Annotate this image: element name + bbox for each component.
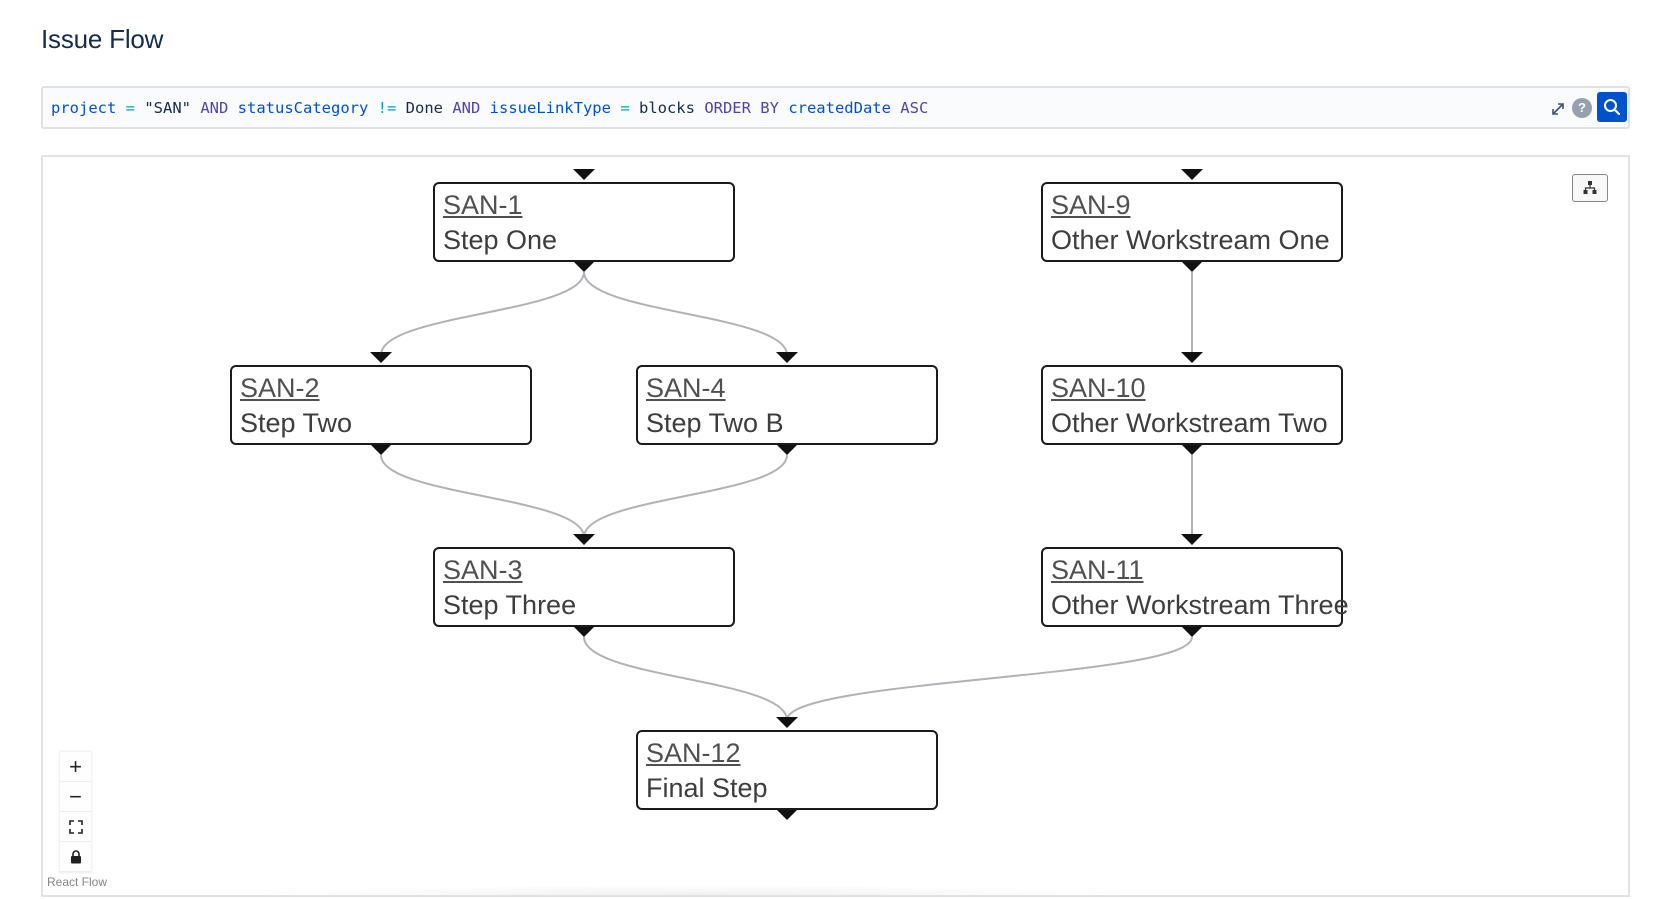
jql-token-op: != [368, 99, 406, 117]
target-handle[interactable] [1181, 169, 1203, 180]
issue-title: Other Workstream Two [1051, 408, 1328, 438]
search-icon [1604, 99, 1621, 116]
jql-token-kw: AND [191, 99, 238, 117]
help-icon[interactable]: ? [1572, 98, 1592, 118]
issue-key-link[interactable]: SAN-10 [1051, 373, 1146, 403]
jql-token-val: "SAN" [144, 99, 191, 117]
zoom-out-button[interactable]: − [60, 782, 91, 812]
jql-token-field: createdDate [788, 99, 891, 117]
target-handle[interactable] [1181, 534, 1203, 545]
issue-title: Other Workstream One [1051, 225, 1330, 255]
fit-view-button[interactable] [60, 812, 91, 842]
issue-title: Step Three [443, 590, 577, 620]
jql-token-op: = [610, 99, 639, 117]
layout-icon [1583, 181, 1597, 194]
lock-button[interactable] [60, 842, 91, 872]
target-handle[interactable] [776, 352, 798, 363]
source-handle[interactable] [573, 626, 595, 637]
source-handle[interactable] [776, 809, 798, 820]
issue-key-link[interactable]: SAN-3 [443, 555, 523, 585]
jql-token-op: = [116, 99, 145, 117]
source-handle[interactable] [1181, 261, 1203, 272]
expand-icon[interactable] [1549, 100, 1567, 118]
search-button[interactable] [1597, 92, 1627, 122]
zoom-in-button[interactable]: + [60, 752, 91, 782]
edge-SAN-1-SAN-2 [380, 271, 585, 356]
issue-title: Step Two [240, 408, 353, 438]
jql-query-text[interactable]: project = "SAN" AND statusCategory != Do… [51, 99, 928, 117]
source-handle[interactable] [776, 444, 798, 455]
source-handle[interactable] [1181, 444, 1203, 455]
jql-token-field: issueLinkType [489, 99, 611, 117]
source-handle[interactable] [573, 261, 595, 272]
edge-SAN-3-SAN-12 [583, 636, 788, 721]
issue-key-link[interactable]: SAN-12 [646, 738, 741, 768]
jql-token-kw: AND [442, 99, 490, 117]
jql-token-kw: ASC [890, 99, 929, 117]
react-flow-attribution[interactable]: React Flow [47, 875, 108, 889]
edge-SAN-1-SAN-4 [583, 271, 788, 356]
issue-key-link[interactable]: SAN-9 [1051, 190, 1131, 220]
target-handle[interactable] [573, 534, 595, 545]
issue-key-link[interactable]: SAN-4 [646, 373, 726, 403]
jql-token-val: Done [405, 99, 443, 117]
scroll-shadow [243, 885, 1143, 895]
target-handle[interactable] [776, 717, 798, 728]
fit-view-icon [68, 820, 83, 834]
jql-token-field: statusCategory [237, 99, 369, 117]
target-handle[interactable] [370, 352, 392, 363]
issue-title: Step One [443, 225, 558, 255]
jql-token-val: blocks [638, 99, 695, 117]
edges-layer [370, 169, 1203, 820]
lock-icon [70, 850, 81, 864]
edge-SAN-11-SAN-12 [786, 636, 1193, 721]
target-handle[interactable] [573, 169, 595, 180]
issue-title: Final Step [646, 773, 768, 803]
jql-query-bar[interactable]: project = "SAN" AND statusCategory != Do… [41, 86, 1630, 129]
issue-title: Other Workstream Three [1051, 590, 1349, 620]
jql-token-field: project [51, 99, 117, 117]
page-title: Issue Flow [41, 24, 164, 54]
issue-key-link[interactable]: SAN-11 [1051, 555, 1144, 585]
jql-token-kw: ORDER BY [694, 99, 789, 117]
flow-controls: + − [60, 752, 91, 872]
layout-button[interactable] [1572, 174, 1608, 202]
source-handle[interactable] [370, 444, 392, 455]
source-handle[interactable] [1181, 626, 1203, 637]
target-handle[interactable] [1181, 352, 1203, 363]
issue-title: Step Two B [646, 408, 784, 438]
edge-SAN-2-SAN-3 [380, 454, 585, 538]
issue-key-link[interactable]: SAN-1 [443, 190, 523, 220]
issue-key-link[interactable]: SAN-2 [240, 373, 320, 403]
edge-SAN-4-SAN-3 [583, 454, 788, 538]
